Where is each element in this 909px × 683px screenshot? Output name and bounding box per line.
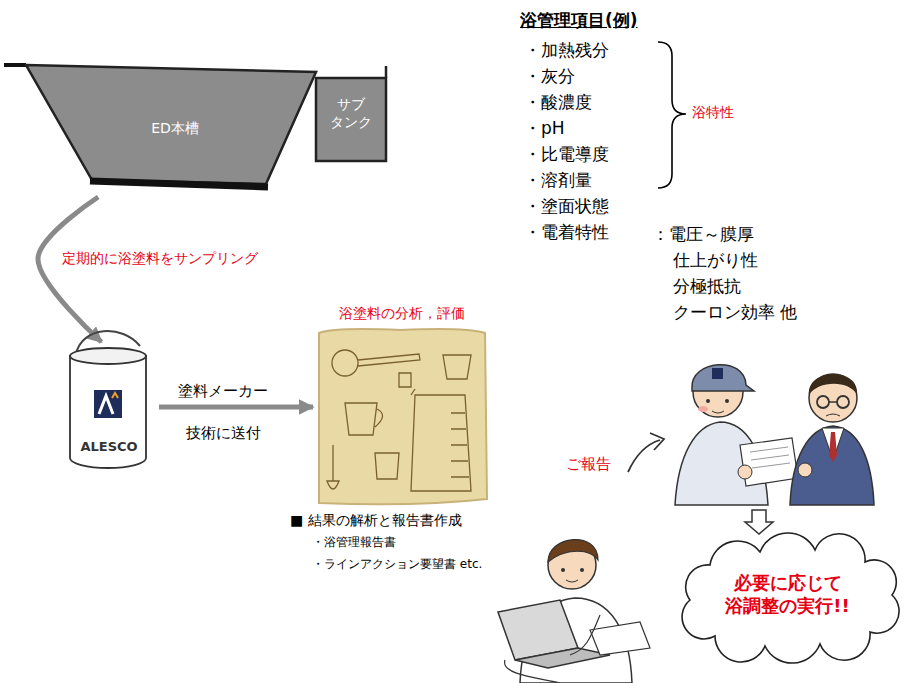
detail-item: ：電圧～膜厚 [652, 224, 754, 244]
illustration-path [451, 413, 469, 477]
illustration-rect [316, 78, 386, 161]
illustration-path [712, 411, 724, 413]
report-item: ・ラインアクション要望書 etc. [312, 557, 482, 571]
list-item: ・酸濃度 [524, 92, 592, 112]
illustration-path [112, 393, 118, 398]
illustration-path [515, 648, 610, 668]
sub-tank-text: サブ タンク [325, 96, 377, 131]
main-tank-text: ED本槽 [151, 120, 199, 138]
illustration-rect [94, 390, 122, 418]
illustration-ellipse [698, 406, 708, 412]
action-cloud: 必要に応じて 浴調整の実行!! [670, 540, 905, 652]
illustration-circle [580, 568, 584, 572]
illustration-path [26, 65, 316, 184]
illustration-path [570, 615, 600, 655]
list-item: ・塗面状態 [524, 196, 609, 216]
illustration-path [505, 660, 560, 683]
illustration-path [548, 540, 598, 562]
illustration-path [745, 510, 773, 534]
paint-can: ALESCO [62, 340, 156, 474]
analysis-sketch: 浴塗料の分析，評価 [315, 303, 489, 505]
illustration-path [399, 373, 411, 387]
illustration-path [358, 354, 420, 366]
worker-figure [675, 365, 798, 505]
illustration-path [385, 66, 388, 78]
detail-item: 分極抵抗 [673, 276, 741, 296]
illustration-path [790, 426, 874, 505]
detail-item: クーロン効率 他 [673, 302, 797, 322]
illustration-circle [332, 350, 358, 376]
illustration-path [345, 403, 383, 435]
list-item: ・電着特性 [524, 222, 609, 242]
illustration-ellipse [70, 348, 146, 364]
illustration-rect [712, 368, 723, 379]
analysis-sketch-text: 浴塗料の分析，評価 [339, 305, 465, 323]
sub-tank: サブ タンク [316, 66, 386, 161]
illustration-circle [798, 463, 812, 477]
illustration-circle [809, 374, 857, 422]
arrow-note: 技術に送付 [186, 424, 261, 442]
list-heading: 浴管理項目(例) [520, 10, 638, 30]
illustration-path [628, 440, 660, 472]
paint-can-text: ALESCO [80, 439, 137, 455]
illustration-path [70, 356, 146, 468]
detail-item: 仕上がり性 [673, 250, 758, 270]
report-arrow [628, 433, 664, 472]
list-item: ・溶剤量 [524, 170, 592, 190]
person-at-laptop [498, 540, 650, 683]
list-item: ・加熱残分 [524, 40, 609, 60]
action-cloud-text: 必要に応じて 浴調整の実行!! [718, 572, 858, 617]
illustration-path [327, 445, 339, 489]
illustration-path [740, 438, 798, 486]
illustration-path [90, 181, 268, 187]
list-item: ・pH [524, 118, 565, 138]
list-item: ・比電導度 [524, 144, 609, 164]
illustration-path [319, 329, 487, 504]
illustration-path [682, 533, 899, 663]
illustration-path [375, 453, 399, 479]
report-label: ご報告 [566, 455, 611, 473]
flow-arrow [38, 197, 102, 342]
illustration-circle [837, 396, 849, 408]
illustration-g [327, 350, 471, 491]
illustration-path [809, 374, 857, 395]
group-label: 浴特性 [692, 104, 734, 121]
illustration-path [411, 389, 471, 491]
illustration-path [4, 63, 26, 67]
illustration-path [826, 414, 840, 416]
edge-label: 塗料メーカー [178, 382, 268, 400]
illustration-path [99, 396, 113, 414]
illustration-circle [706, 399, 710, 403]
illustration-path [750, 447, 790, 468]
bracket [658, 42, 686, 188]
down-arrow [745, 510, 773, 534]
illustration-path [590, 622, 650, 655]
illustration-path [829, 432, 837, 462]
list-item: ・灰分 [524, 66, 575, 86]
illustration-path [658, 42, 686, 188]
customer-figure [790, 374, 874, 505]
illustration-path [566, 580, 578, 582]
flow-arrow [159, 405, 313, 410]
report-item: ・浴管理報告書 [312, 535, 396, 549]
analysis-sketch-outline [315, 303, 489, 505]
illustration-circle [817, 396, 829, 408]
illustration-circle [725, 399, 729, 403]
edge-label: 定期的に浴塗料をサンプリング [62, 250, 258, 267]
illustration-path [692, 365, 754, 391]
illustration-path [829, 401, 837, 403]
illustration-path [650, 433, 664, 450]
section-heading: ■ 結果の解析と報告書作成 [290, 512, 462, 529]
illustration-path [443, 355, 471, 379]
illustration-circle [561, 568, 565, 572]
illustration-circle [738, 465, 752, 479]
main-tank: ED本槽 [4, 60, 318, 196]
